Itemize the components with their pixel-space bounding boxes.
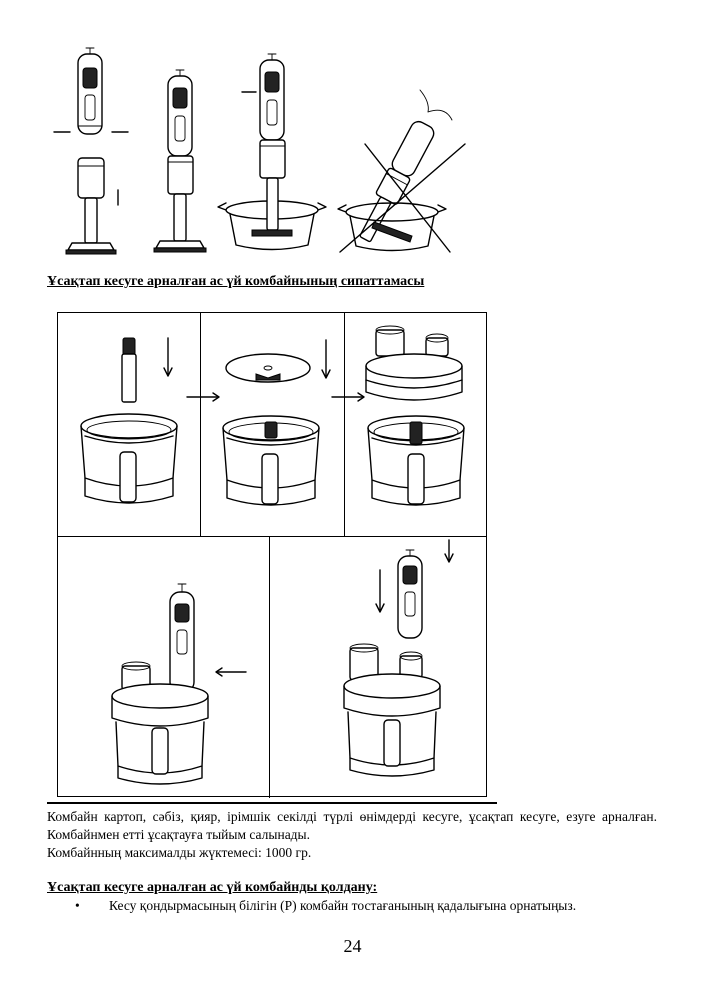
step4-motor-into-unit [111,583,247,785]
wrong-usage-crossed-figure [337,89,466,253]
grid-divider [269,536,270,798]
description-paragraph: Комбайн картоп, сәбіз, қияр, ірімшік сек… [47,809,657,842]
max-load-paragraph: Комбайнның максималды жүктемесі: 1000 гр… [47,845,312,860]
right-arrow-icon [331,392,365,402]
blender-detached-figure [53,47,129,255]
right-arrow-icon [186,392,220,402]
page-number: 24 [343,936,362,956]
step5-motor-down-onto-unit [343,539,454,777]
step2-disc-into-bowl [222,339,331,506]
grid-divider [200,313,201,537]
step3-lid-onto-bowl [365,325,465,506]
blender-assembly-illustration [53,47,466,255]
section-heading-usage: Ұсақтап кесуге арналған ас үй комбайнды … [47,880,378,895]
section-heading-description: Ұсақтап кесуге арналған ас үй комбайныны… [47,274,425,289]
blender-assembled-figure [153,69,207,253]
bullet-icon: • [75,898,80,913]
list-item-text: Кесу қондырмасының білігін (P) комбайн т… [109,898,577,913]
section-separator [47,802,497,804]
step1-shaft-into-bowl [80,337,178,504]
grid-divider [58,536,486,537]
assembly-steps-frame [57,312,487,798]
blender-in-bowl-figure [217,53,327,251]
grid-divider [344,313,345,537]
